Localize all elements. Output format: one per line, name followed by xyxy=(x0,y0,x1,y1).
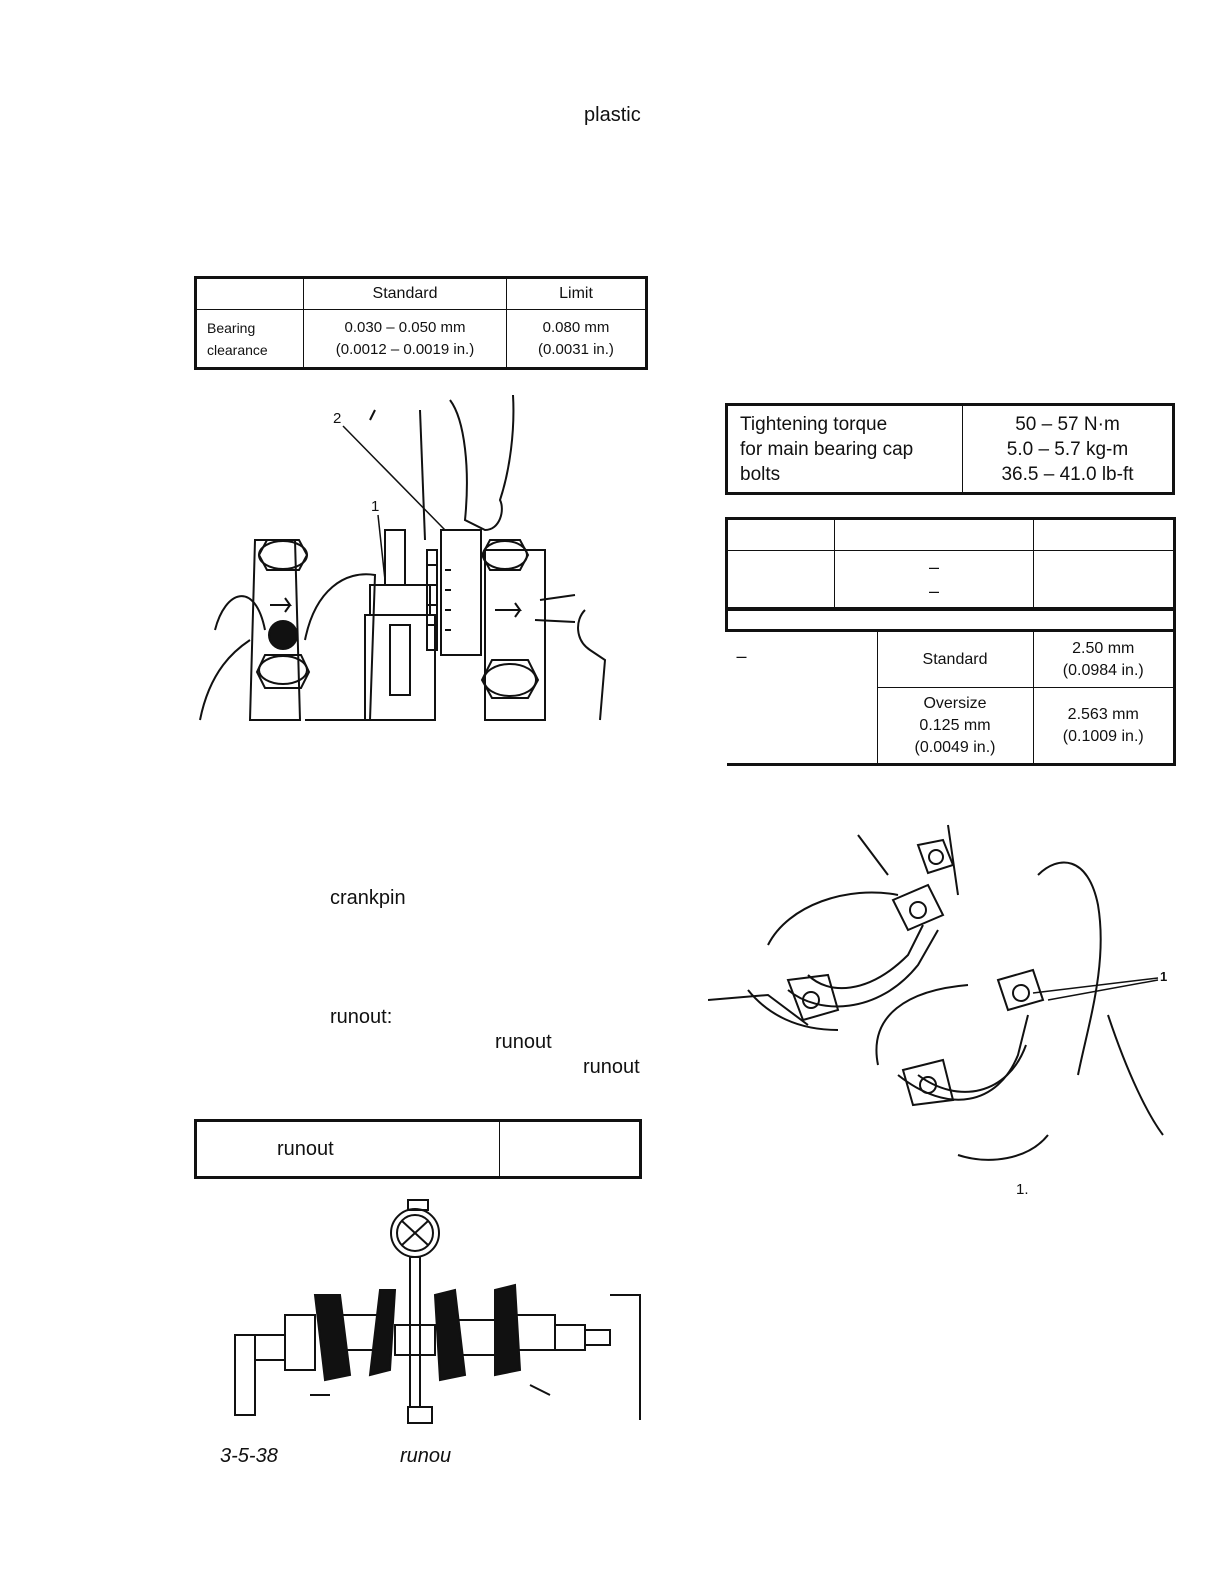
torque-value-line3: 36.5 – 41.0 lb-ft xyxy=(1001,463,1134,485)
figure-reference: 3-5-38 xyxy=(220,1445,278,1467)
thickness-standard-label: Standard xyxy=(876,630,1034,688)
blank-dash-1: – xyxy=(928,557,939,577)
limit-value-cell: 0.080 mm (0.0031 in.) xyxy=(506,309,648,370)
word-runout-b: runout xyxy=(495,1031,552,1053)
standard-value-cell: 0.030 – 0.050 mm (0.0012 – 0.0019 in.) xyxy=(303,309,507,370)
bearing-clearance-table: Standard Limit Bearing clearance 0.030 –… xyxy=(194,276,648,370)
torque-value-cell: 50 – 57 N·m 5.0 – 5.7 kg-m 36.5 – 41.0 l… xyxy=(962,403,1175,495)
torque-label-cell: Tightening torque for main bearing cap b… xyxy=(725,403,963,495)
crankshaft-illustration xyxy=(234,1199,641,1424)
blank-header-2 xyxy=(834,517,1034,551)
figure-caption-runout: runou xyxy=(400,1445,452,1467)
plastigage-illustration xyxy=(199,394,607,721)
torque-table: Tightening torque for main bearing cap b… xyxy=(725,403,1175,495)
word-crankpin: crankpin xyxy=(330,887,406,909)
word-runout-c: runout xyxy=(583,1056,640,1078)
right-figure-caption: 1. xyxy=(1016,1181,1029,1198)
bearing-figure-label-1: 1 xyxy=(1160,969,1168,984)
torque-value-line1: 50 – 57 N·m xyxy=(1015,413,1120,435)
thickness-table: – Standard 2.50 mm (0.0984 in.) Oversize… xyxy=(725,610,1176,766)
figure-label-2: 2 xyxy=(333,410,342,427)
thickness-standard-value: 2.50 mm (0.0984 in.) xyxy=(1032,630,1176,688)
thickness-oversize-value: 2.563 mm (0.1009 in.) xyxy=(1032,687,1176,766)
oversize-line3: (0.0049 in.) xyxy=(914,738,996,756)
limit-value-line1: 0.080 mm xyxy=(542,318,610,336)
torque-value-line2: 5.0 – 5.7 kg-m xyxy=(1006,438,1129,460)
torque-label-line3: bolts xyxy=(740,463,781,485)
oversize-line2: 0.125 mm xyxy=(919,716,991,734)
torque-label-line1: Tightening torque xyxy=(740,413,888,435)
main-bearings-figure: 1 xyxy=(708,815,1168,1175)
header-limit: Limit xyxy=(506,276,648,310)
blank-header-3 xyxy=(1033,517,1176,551)
word-runout-a: runout: xyxy=(330,1006,393,1028)
plastigage-figure: 2 1 xyxy=(195,390,615,730)
blank-row-label xyxy=(725,550,835,610)
row-label-bearing-clearance: Bearing clearance xyxy=(194,309,304,370)
oversize-line1: Oversize xyxy=(923,694,987,712)
runout-value-cell xyxy=(499,1119,642,1179)
thickness-title-cell xyxy=(725,610,1176,632)
blank-header-1 xyxy=(725,517,835,551)
limit-value-line2: (0.0031 in.) xyxy=(538,340,614,358)
runout-table: runout xyxy=(194,1119,642,1179)
row-label-line2: clearance xyxy=(207,341,268,358)
row-label-line1: Bearing xyxy=(207,319,256,336)
table-corner-cell xyxy=(194,276,304,310)
thickness-standard-value-line1: 2.50 mm xyxy=(1072,639,1135,657)
word-plastic: plastic xyxy=(584,104,641,126)
blank-value-cell xyxy=(1033,550,1176,610)
oversize-value-line1: 2.563 mm xyxy=(1067,705,1139,723)
oversize-value-line2: (0.1009 in.) xyxy=(1062,727,1144,745)
standard-value-line1: 0.030 – 0.050 mm xyxy=(344,318,466,336)
thickness-row-label: – xyxy=(726,630,878,766)
blank-dash-2: – xyxy=(928,581,939,601)
crankshaft-runout-figure xyxy=(230,1195,645,1425)
torque-label-line2: for main bearing cap xyxy=(740,438,914,460)
header-standard: Standard xyxy=(303,276,507,310)
thickness-standard-value-line2: (0.0984 in.) xyxy=(1062,661,1144,679)
runout-label-cell: runout xyxy=(194,1119,500,1179)
blank-dash-cell: – – xyxy=(834,550,1034,610)
thickness-oversize-label: Oversize 0.125 mm (0.0049 in.) xyxy=(876,687,1034,766)
standard-value-line2: (0.0012 – 0.0019 in.) xyxy=(335,340,475,358)
figure-label-1: 1 xyxy=(371,498,380,515)
blank-table: – – xyxy=(725,517,1176,610)
main-bearings-illustration xyxy=(708,824,1164,1161)
